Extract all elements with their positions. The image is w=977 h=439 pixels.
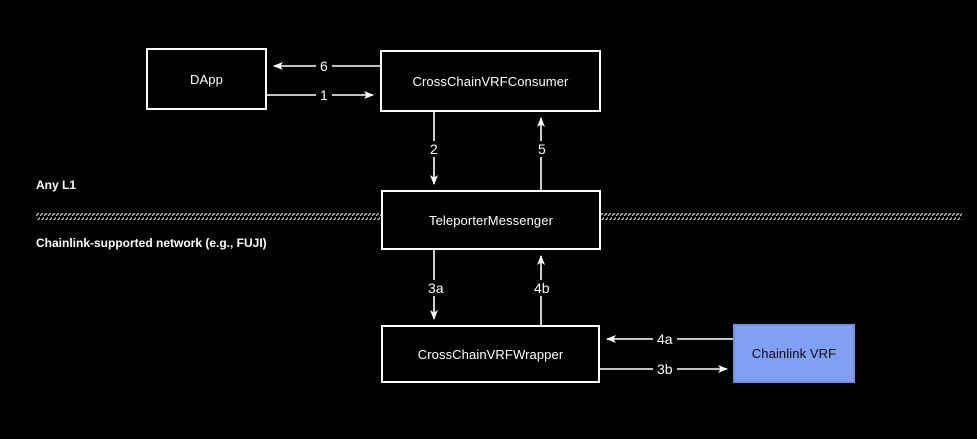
edge-label-3a: 3a bbox=[424, 280, 448, 296]
edge-label-5: 5 bbox=[534, 141, 550, 157]
zone-label-any-l1: Any L1 bbox=[36, 178, 77, 192]
node-crosschainvrfconsumer[interactable]: CrossChainVRFConsumer bbox=[380, 50, 601, 112]
node-teleportermessenger[interactable]: TeleporterMessenger bbox=[381, 190, 601, 250]
edge-label-2: 2 bbox=[426, 141, 442, 157]
node-teleportermessenger-label: TeleporterMessenger bbox=[428, 212, 554, 228]
edge-label-4b: 4b bbox=[530, 280, 554, 296]
node-chainlink-vrf-label: Chainlink VRF bbox=[751, 346, 837, 361]
zone-label-chainlink-network: Chainlink-supported network (e.g., FUJI) bbox=[36, 236, 267, 250]
edge-label-4a: 4a bbox=[653, 331, 677, 347]
edge-label-1: 1 bbox=[316, 87, 332, 103]
node-crosschainvrfwrapper[interactable]: CrossChainVRFWrapper bbox=[381, 325, 600, 383]
node-crosschainvrfconsumer-label: CrossChainVRFConsumer bbox=[412, 73, 569, 89]
zone-divider-left bbox=[36, 213, 381, 220]
edge-label-3b: 3b bbox=[653, 361, 677, 377]
node-crosschainvrfwrapper-label: CrossChainVRFWrapper bbox=[417, 346, 564, 362]
zone-divider-right bbox=[601, 213, 962, 220]
edge-label-6: 6 bbox=[316, 58, 332, 74]
node-dapp-label: DApp bbox=[190, 71, 223, 87]
node-chainlink-vrf[interactable]: Chainlink VRF bbox=[733, 324, 855, 383]
node-dapp[interactable]: DApp bbox=[146, 48, 267, 110]
